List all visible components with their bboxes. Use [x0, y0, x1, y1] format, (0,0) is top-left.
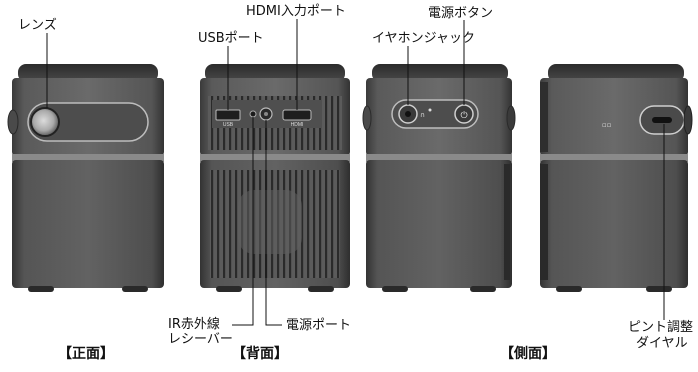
hdmi-port-label: HDMI入力ポート [246, 4, 346, 19]
side-left-lower-body [366, 160, 512, 288]
front-left-knob [7, 109, 19, 135]
side-left-band [366, 154, 512, 162]
power-icon: ⏻ [460, 110, 467, 121]
side-left-foot-left [382, 286, 408, 292]
power-port-label: 電源ポート [286, 318, 352, 333]
front-lens [30, 107, 60, 137]
headphone-icon: ∩ [420, 111, 425, 119]
side-earphone-hole [405, 111, 411, 117]
ir-receiver-label-line2: レシーバー [168, 332, 233, 347]
leader-ir [232, 117, 254, 326]
side-view-caption: 【側面】 [500, 346, 556, 362]
side-view-right: ▫▫ [540, 64, 693, 292]
side-left-knob-right [506, 105, 516, 131]
front-view [7, 64, 164, 292]
side-right-upper-body [540, 78, 688, 156]
back-foot-right [308, 286, 334, 292]
side-right-foot-right [646, 286, 672, 292]
side-right-edge [540, 82, 548, 152]
leader-power-port [265, 120, 282, 326]
back-band [200, 154, 350, 162]
side-led [428, 108, 432, 112]
front-lower-body [12, 160, 164, 288]
side-right-edge-vent [540, 164, 548, 280]
side-right-band [540, 154, 688, 162]
focus-dial-label-line2: ダイヤル [636, 336, 688, 351]
focus-dial-label-line1: ピント調整 [628, 320, 694, 335]
side-right-knob [683, 105, 693, 135]
side-right-top-cap [548, 64, 684, 82]
back-power-port-pin [264, 112, 268, 116]
back-usb-print: USB [223, 122, 234, 128]
front-lens-panel [27, 102, 149, 142]
back-hdmi-port [282, 109, 312, 121]
focus-icon: ▫▫ [602, 121, 612, 129]
side-left-foot-right [470, 286, 496, 292]
back-foot-left [216, 286, 242, 292]
side-right-foot-left [556, 286, 582, 292]
lens-label: レンズ [18, 18, 57, 33]
back-view: USB HDMI [200, 64, 350, 292]
side-view-left: ∩ ⏻ [362, 64, 516, 292]
front-band [12, 154, 164, 162]
front-view-caption: 【正面】 [58, 346, 114, 362]
power-button-label: 電源ボタン [428, 6, 494, 21]
earphone-jack-label: イヤホンジャック [372, 31, 475, 46]
side-right-lower-body [540, 160, 688, 288]
front-top-cap [18, 64, 158, 82]
back-speaker-area [238, 190, 302, 254]
ir-receiver-label-line1: IR赤外線 [168, 317, 220, 332]
back-view-caption: 【背面】 [232, 346, 288, 362]
back-top-cap [205, 64, 345, 82]
front-foot-left [28, 286, 54, 292]
back-ir-receiver [249, 110, 257, 118]
usb-port-label: USBポート [198, 31, 264, 46]
back-hdmi-print: HDMI [291, 122, 304, 128]
side-focus-dial-slot [652, 117, 672, 123]
front-foot-right [122, 286, 148, 292]
side-left-knob [362, 105, 372, 131]
side-left-top-cap [372, 64, 508, 82]
back-usb-port [215, 109, 241, 121]
side-left-edge-vent [504, 164, 510, 280]
leader-lines [46, 19, 665, 326]
